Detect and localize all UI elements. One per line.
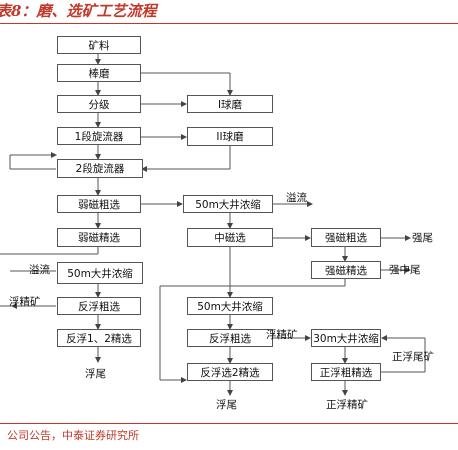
- label-float-conc-mid: 浮精矿: [266, 329, 298, 341]
- node-thickener-50-a: 50m大井浓缩: [183, 195, 273, 213]
- label-overflow-left: 溢流: [29, 264, 50, 276]
- node-pos-float-rough: 正浮粗精选: [311, 363, 381, 381]
- node-classifier: 分级: [57, 95, 141, 113]
- node-rev-float-fine-mid: 反浮选2精选: [187, 363, 273, 381]
- title-divider: [0, 23, 458, 24]
- node-thickener-50-left: 50m大井浓缩: [57, 262, 143, 284]
- node-weak-rough: 弱磁粗选: [57, 195, 141, 213]
- figure-title: 表8：磨、选矿工艺流程: [0, 2, 157, 20]
- node-strong-fine: 强磁精选: [311, 261, 381, 279]
- node-thickener-50-mid: 50m大井浓缩: [187, 297, 273, 315]
- label-strong-mid-tail: 强中尾: [389, 264, 421, 276]
- node-ball-mill-2: II球磨: [187, 127, 273, 146]
- node-medium-mag: 中磁选: [187, 228, 273, 247]
- node-cyclone-2: 2段旋流器: [57, 159, 143, 178]
- node-thickener-30: 30m大井浓缩: [311, 329, 381, 347]
- node-rev-float-rough-left: 反浮粗选: [57, 297, 141, 315]
- node-ore: 矿料: [57, 36, 141, 54]
- node-strong-rough: 强磁粗选: [311, 228, 381, 247]
- source-divider: [0, 423, 458, 424]
- label-tail-left: 浮尾: [85, 368, 106, 380]
- label-pos-float-tail: 正浮尾矿: [392, 351, 434, 363]
- node-rev-float-rough-mid: 反浮粗选: [187, 329, 273, 347]
- label-pos-float-conc: 正浮精矿: [326, 399, 368, 411]
- node-rev-float-fine-left: 反浮1、2精选: [57, 329, 141, 347]
- source-note: ：公司公告，中泰证券研究所: [0, 429, 139, 442]
- node-ball-mill-1: I球磨: [187, 95, 273, 113]
- label-overflow-top: 溢流: [286, 192, 307, 204]
- label-strong-tail: 强尾: [412, 232, 433, 244]
- node-weak-fine: 弱磁精选: [57, 228, 141, 247]
- node-cyclone-1: 1段旋流器: [57, 127, 141, 145]
- node-rod-mill: 棒磨: [57, 64, 141, 82]
- label-tail-mid: 浮尾: [216, 399, 237, 411]
- label-float-conc-left: 浮精矿: [9, 296, 41, 308]
